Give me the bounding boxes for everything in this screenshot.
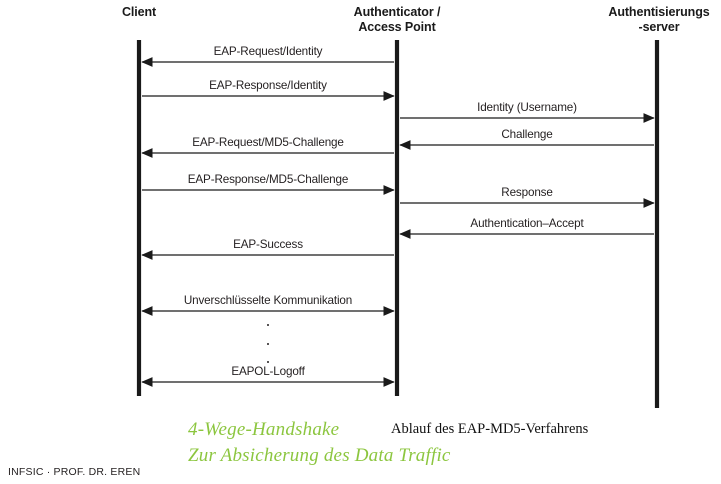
lifeline-group <box>136 40 660 408</box>
message-label-m1: EAP-Request/Identity <box>213 45 323 58</box>
continuation-dot-3 <box>266 360 270 364</box>
message-label-m6: EAP-Response/MD5-Challenge <box>187 173 349 186</box>
message-label-m10: Unverschlüsselte Kommunikation <box>183 294 353 307</box>
lifeline-auth-server <box>654 40 660 408</box>
message-label-m4: Challenge <box>501 128 553 141</box>
actor-header-client: Client <box>121 5 157 19</box>
actor-header-authentication-server: Authentisierungs -server <box>608 5 710 34</box>
message-label-m3: Identity (Username) <box>477 101 577 114</box>
caption-data-traffic: Zur Absicherung des Data Traffic <box>188 445 451 466</box>
message-label-m8: Authentication–Accept <box>470 217 584 230</box>
message-arrow-group <box>141 57 655 387</box>
message-label-m2: EAP-Response/Identity <box>209 79 327 92</box>
footer-attribution: INFSIC · PROF. DR. EREN <box>8 466 141 478</box>
continuation-dot-2 <box>266 342 270 346</box>
message-label-m11: EAPOL-Logoff <box>231 365 305 378</box>
actor-header-authenticator: Authenticator / Access Point <box>353 5 441 34</box>
lifeline-client <box>136 40 142 396</box>
message-label-m9: EAP-Success <box>233 238 303 251</box>
caption-handshake: 4-Wege-Handshake <box>188 419 340 440</box>
continuation-dot-1 <box>266 323 270 327</box>
message-label-m7: Response <box>501 186 553 199</box>
lifeline-authenticator <box>394 40 400 396</box>
message-label-m5: EAP-Request/MD5-Challenge <box>192 136 344 149</box>
diagram-title-caption: Ablauf des EAP-MD5-Verfahrens <box>391 421 589 437</box>
